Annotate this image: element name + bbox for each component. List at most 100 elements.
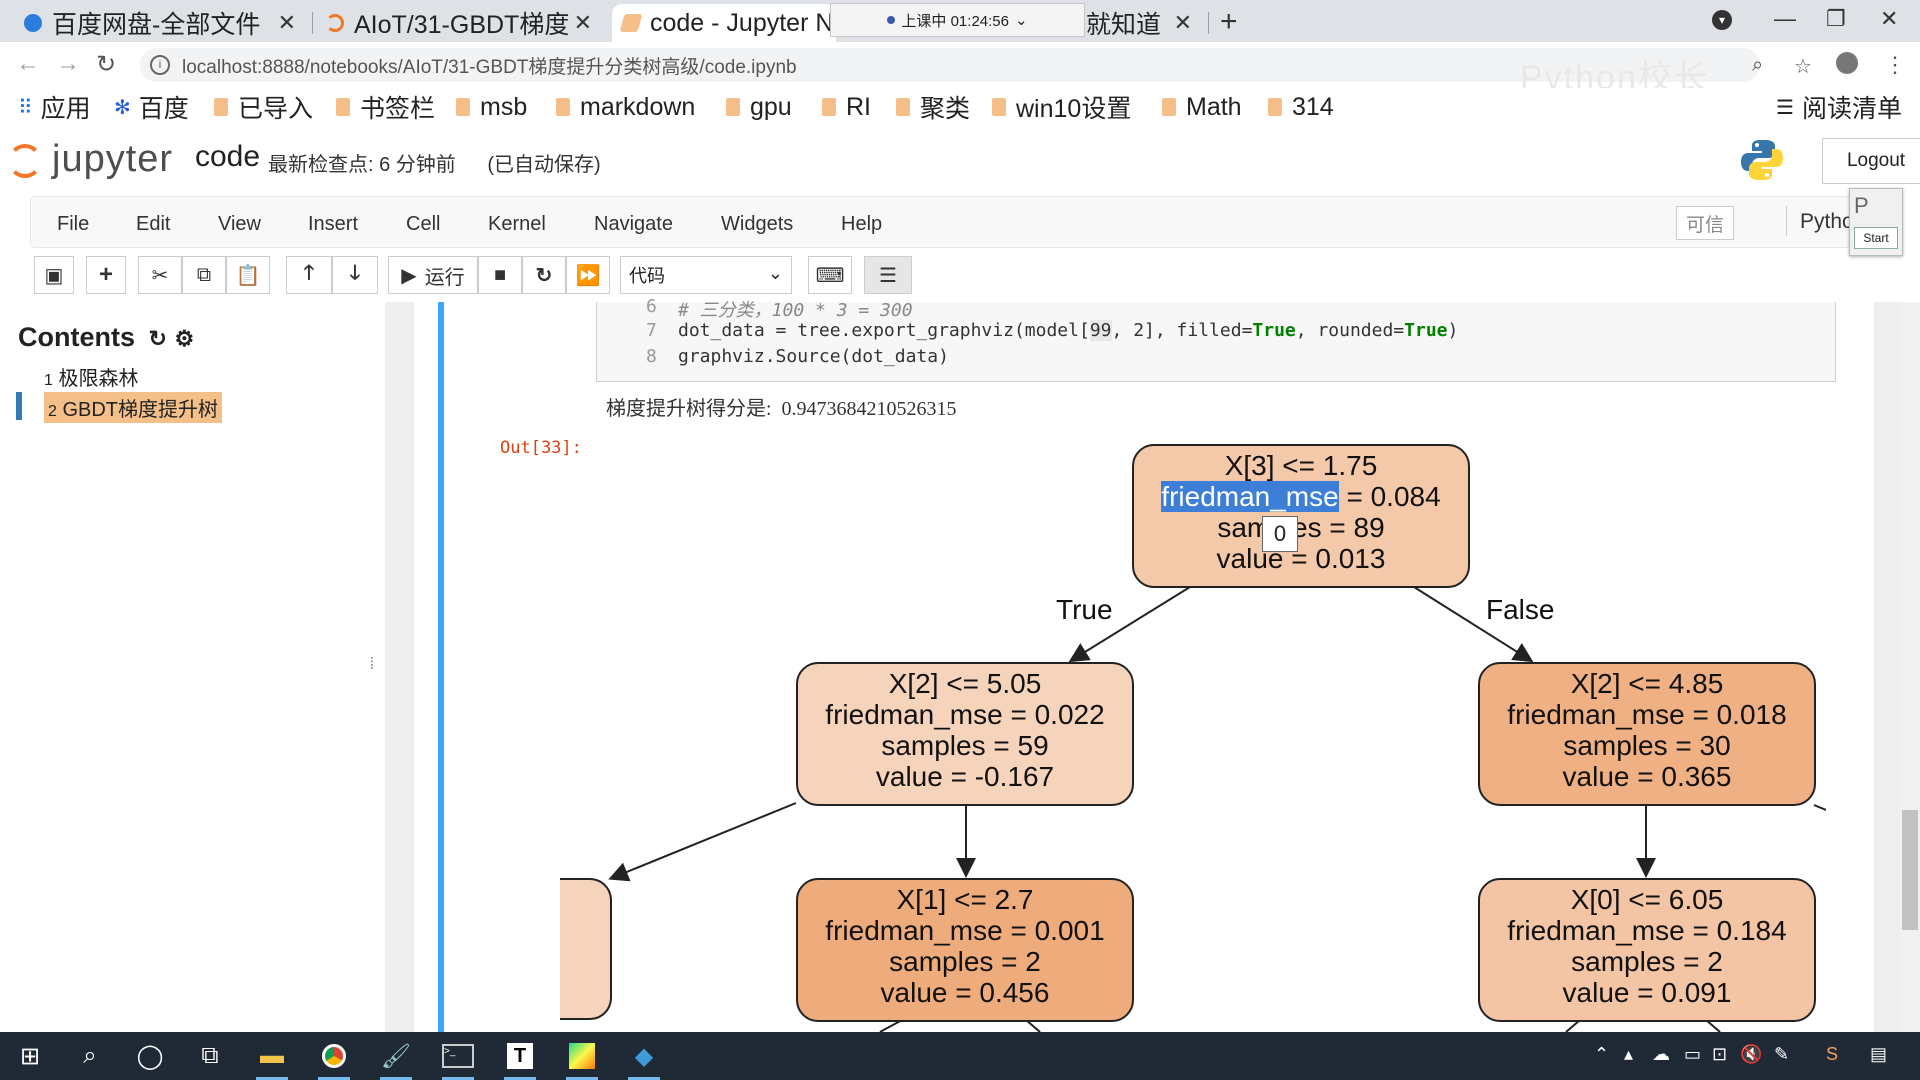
bookmark-folder[interactable]: RI: [822, 90, 871, 124]
copy-button[interactable]: ⧉: [182, 256, 226, 294]
menu-cell[interactable]: Cell: [406, 213, 441, 235]
reading-list[interactable]: ☰ 阅读清单: [1776, 90, 1902, 124]
bookmark-folder[interactable]: Math: [1162, 90, 1242, 124]
start-icon[interactable]: ⊞: [19, 1042, 41, 1070]
cut-button[interactable]: ✂: [138, 256, 182, 294]
bookmark-folder[interactable]: markdown: [556, 90, 695, 124]
bookmark-apps[interactable]: ⠿ 应用: [18, 90, 91, 124]
zoom-icon[interactable]: ⌕: [1752, 54, 1764, 76]
bookmark-folder[interactable]: 已导入: [214, 90, 313, 124]
tab-baidu-pan[interactable]: 百度网盘-全部文件 ✕: [14, 4, 310, 42]
tab-jupyter-code[interactable]: code - Jupyter N: [612, 4, 836, 42]
network-icon[interactable]: ⊡: [1712, 1044, 1728, 1064]
recording-indicator[interactable]: 上课中 01:24:56 ⌄: [830, 3, 1085, 37]
new-tab-button[interactable]: +: [1220, 5, 1238, 38]
more-menu-icon[interactable]: ⋮: [1884, 52, 1906, 77]
paste-button[interactable]: 📋: [226, 256, 270, 294]
refresh-icon[interactable]: ↻: [148, 326, 167, 351]
panel-resize-handle[interactable]: ⦙: [370, 656, 374, 673]
code-number: 99: [1089, 320, 1112, 341]
start-button[interactable]: Start: [1854, 227, 1898, 249]
restart-button[interactable]: ↻: [522, 256, 566, 294]
avatar[interactable]: [1836, 52, 1858, 74]
menu-widgets[interactable]: Widgets: [721, 213, 794, 235]
terminal-icon[interactable]: >_: [438, 1037, 478, 1080]
restore-button[interactable]: ❐: [1826, 6, 1846, 31]
move-up-button[interactable]: 🡑: [286, 256, 332, 294]
folder-icon: [1162, 98, 1176, 116]
jupyter-logo[interactable]: jupyter: [8, 138, 173, 181]
run-button[interactable]: ▶运行: [388, 256, 478, 294]
ime-icon[interactable]: S: [1826, 1044, 1839, 1064]
close-icon[interactable]: ✕: [1173, 10, 1192, 35]
pen-icon[interactable]: ✎: [1774, 1044, 1790, 1064]
menu-insert[interactable]: Insert: [308, 213, 359, 235]
profile-dropdown-icon[interactable]: ▾: [1712, 10, 1732, 30]
bookmark-folder[interactable]: msb: [456, 90, 527, 124]
menu-file[interactable]: File: [57, 213, 90, 235]
bookmark-folder[interactable]: 书签栏: [336, 90, 435, 124]
menu-view[interactable]: View: [218, 213, 261, 235]
typora-icon[interactable]: T: [500, 1037, 540, 1080]
gear-icon[interactable]: ⚙: [174, 326, 195, 351]
pycharm-icon[interactable]: [562, 1037, 602, 1080]
insert-cell-button[interactable]: +: [86, 256, 126, 294]
search-icon[interactable]: ⌕: [83, 1042, 97, 1069]
toc-item-selected[interactable]: 2 GBDT梯度提升树: [44, 392, 223, 423]
vscode-icon[interactable]: ◆: [624, 1037, 664, 1080]
cloud-icon[interactable]: ☁: [1652, 1044, 1670, 1064]
line-number: 7: [646, 320, 657, 341]
bookmarks-bar: [0, 88, 1920, 129]
notebook-name[interactable]: code: [195, 140, 261, 173]
trusted-indicator[interactable]: 可信: [1676, 206, 1734, 240]
close-icon[interactable]: ✕: [573, 10, 592, 35]
cell-type-select[interactable]: 代码 ⌄: [620, 256, 792, 294]
menu-help[interactable]: Help: [841, 213, 883, 235]
bookmark-star-icon[interactable]: ☆: [1794, 56, 1812, 78]
bookmark-folder[interactable]: gpu: [726, 90, 792, 124]
cortana-icon[interactable]: ◯: [136, 1042, 164, 1070]
minimize-button[interactable]: —: [1774, 6, 1796, 31]
bookmark-label: 314: [1292, 92, 1334, 121]
address-bar[interactable]: i localhost:8888/notebooks/AIoT/31-GBDT梯…: [140, 48, 1760, 82]
restart-run-all-button[interactable]: ⏩: [566, 256, 610, 294]
code-cell-input[interactable]: [596, 302, 1836, 382]
task-view-icon[interactable]: ⧉: [201, 1042, 219, 1069]
list-icon: ☰: [879, 264, 897, 287]
menu-navigate[interactable]: Navigate: [594, 213, 673, 235]
back-icon[interactable]: ←: [16, 50, 40, 77]
bookmark-baidu[interactable]: ✻ 百度: [114, 90, 189, 124]
reading-list-label: 阅读清单: [1801, 95, 1902, 123]
menu-kernel[interactable]: Kernel: [488, 213, 546, 235]
forward-icon[interactable]: →: [56, 50, 80, 77]
close-icon[interactable]: ✕: [277, 10, 296, 35]
interrupt-button[interactable]: ■: [478, 256, 522, 294]
battery-icon[interactable]: ▭: [1684, 1044, 1702, 1064]
tab-title: AIoT/31-GBDT梯度: [354, 11, 570, 39]
move-down-button[interactable]: 🡓: [332, 256, 378, 294]
paint-icon[interactable]: 🖌: [376, 1037, 416, 1080]
chrome-icon[interactable]: [314, 1037, 354, 1080]
bookmark-folder[interactable]: win10设置: [992, 90, 1131, 124]
tab-zhidao[interactable]: 就知道 ✕: [1086, 4, 1206, 42]
scrollbar-thumb[interactable]: [1902, 810, 1918, 930]
save-button[interactable]: ▣: [34, 256, 74, 294]
bookmark-folder[interactable]: 聚类: [896, 90, 970, 124]
code-text: ,: [1111, 320, 1134, 341]
reload-icon[interactable]: ↻: [96, 51, 117, 78]
site-info-icon[interactable]: i: [150, 55, 170, 75]
code-text: ], filled=: [1144, 320, 1253, 341]
volume-icon[interactable]: 🔇: [1740, 1044, 1763, 1064]
file-explorer-icon[interactable]: ▬: [252, 1037, 292, 1080]
close-window-button[interactable]: ✕: [1880, 6, 1899, 31]
menu-edit[interactable]: Edit: [136, 213, 171, 235]
tab-aiot[interactable]: AIoT/31-GBDT梯度 ✕: [316, 4, 606, 42]
toc-toggle-button[interactable]: ☰: [864, 256, 912, 294]
bookmark-folder[interactable]: 314: [1268, 90, 1334, 124]
chevron-up-icon[interactable]: ⌃: [1594, 1044, 1610, 1064]
notification-icon[interactable]: ▤: [1870, 1044, 1888, 1064]
toc-item[interactable]: 1 极限森林: [44, 362, 138, 391]
command-palette-button[interactable]: ⌨: [808, 256, 852, 294]
logout-button[interactable]: Logout: [1822, 138, 1920, 184]
tray-app-icon[interactable]: ▴: [1624, 1044, 1634, 1064]
